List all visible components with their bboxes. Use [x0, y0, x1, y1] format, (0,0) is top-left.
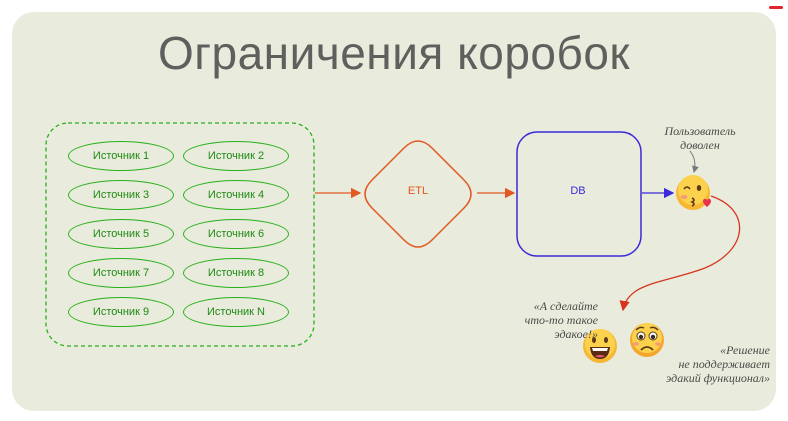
quote-line: эдакий функционал» — [665, 371, 770, 385]
source-item: Источник 3 — [68, 180, 174, 210]
sources-group — [45, 122, 315, 347]
source-item: Источник 2 — [183, 141, 289, 171]
etl-node — [364, 140, 472, 248]
arrow-user-to-request — [619, 195, 741, 312]
grinning-emoji-icon — [583, 329, 617, 363]
source-item: Источник 5 — [68, 219, 174, 249]
quote-line: «Решение — [720, 343, 770, 357]
quote-line: не поддерживает — [678, 357, 770, 371]
user-satisfied-caption: Пользователь доволен — [640, 124, 760, 152]
source-item: Источник 6 — [183, 219, 289, 249]
feature-request-quote: «А сделайте что-то такое эдакое!» — [486, 299, 598, 341]
source-item: Источник 4 — [183, 180, 289, 210]
caption-pointer — [689, 150, 699, 173]
kissing-winking-emoji-icon — [676, 175, 711, 210]
source-item: Источник 7 — [68, 258, 174, 288]
worried-emoji-icon — [630, 323, 664, 357]
source-item: Источник 9 — [68, 297, 174, 327]
db-node — [516, 131, 642, 257]
accent-mark — [769, 6, 783, 9]
quote-line: «А сделайте — [533, 299, 598, 313]
source-item: Источник N — [183, 297, 289, 327]
quote-line: эдакое!» — [554, 327, 598, 341]
source-item: Источник 8 — [183, 258, 289, 288]
quote-line: что-то такое — [524, 313, 598, 327]
etl-label: ETL — [407, 185, 429, 197]
slide-title: Ограничения коробок — [157, 27, 631, 79]
caption-line: Пользователь — [664, 124, 736, 138]
not-supported-quote: «Решение не поддерживает эдакий функцион… — [618, 343, 770, 385]
caption-line: доволен — [680, 138, 720, 152]
source-item: Источник 1 — [68, 141, 174, 171]
db-label: DB — [570, 185, 586, 197]
